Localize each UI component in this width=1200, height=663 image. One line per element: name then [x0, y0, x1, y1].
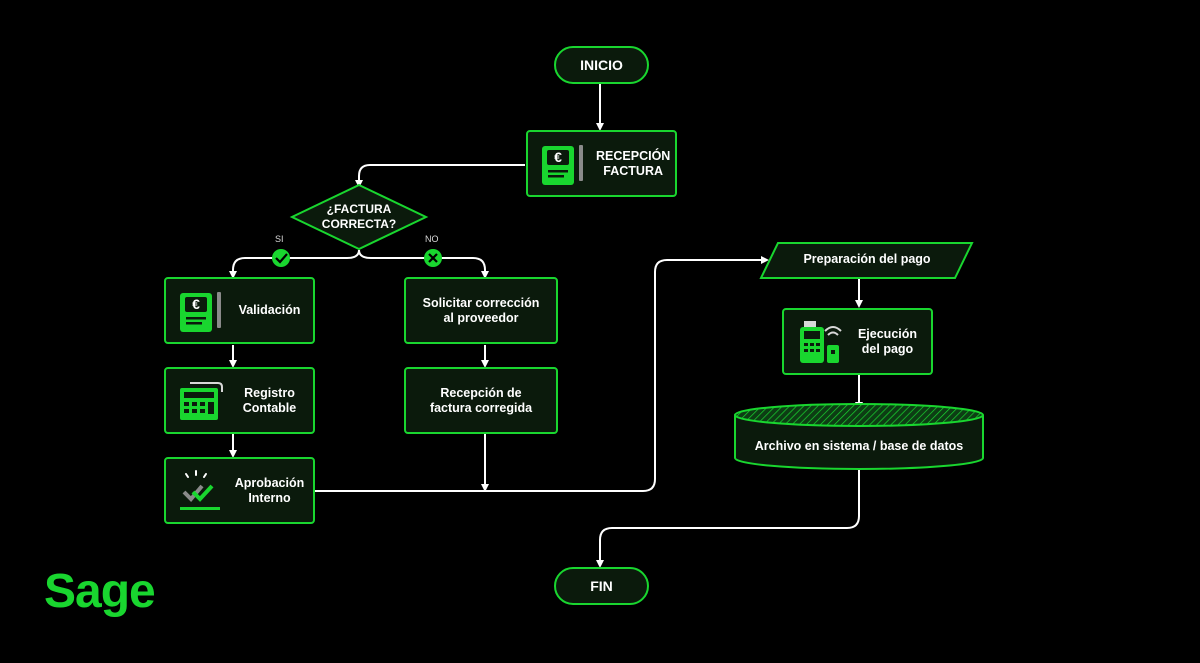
- fin-label: FIN: [590, 577, 613, 594]
- recepcion-corregida-node: Recepción de factura corregida: [404, 367, 558, 434]
- preparacion-label: Preparación del pago: [803, 252, 931, 266]
- validacion-node: € Validación: [164, 277, 315, 344]
- edge-decision-validacion: [229, 249, 360, 279]
- edge-decision-solicitar: [358, 249, 489, 279]
- svg-text:€: €: [554, 149, 562, 165]
- edge-recepcion-decision: [355, 164, 525, 188]
- archivo-cylinder: [734, 403, 984, 470]
- edge-aprobacion-preparacion: [314, 256, 769, 492]
- recepcion-corregida-label: Recepción de factura corregida: [429, 385, 533, 415]
- no-badge: [424, 249, 442, 267]
- euro-invoice-icon: €: [178, 288, 224, 334]
- solicitar-correccion-label: Solicitar corrección al proveedor: [422, 295, 540, 325]
- yes-badge: [272, 249, 290, 267]
- validacion-label: Validación: [238, 303, 301, 317]
- payment-terminal-icon: [796, 319, 842, 365]
- check-circle-icon: [272, 249, 290, 267]
- recepcion-factura-label: RECEPCIÓN FACTURA: [596, 148, 671, 178]
- svg-text:€: €: [192, 296, 200, 312]
- yes-label: SI: [275, 234, 284, 244]
- archivo-label: Archivo en sistema / base de datos: [754, 439, 964, 453]
- solicitar-correccion-node: Solicitar corrección al proveedor: [404, 277, 558, 344]
- euro-invoice-icon: €: [540, 141, 586, 187]
- inicio-node: INICIO: [554, 46, 649, 84]
- decision-diamond: [289, 183, 429, 251]
- registro-contable-label: Registro Contable: [242, 385, 297, 415]
- double-check-icon: [178, 468, 224, 514]
- decision-label: ¿FACTURA CORRECTA?: [321, 202, 397, 231]
- calculator-icon: [178, 378, 224, 424]
- edge-archivo-fin: [596, 470, 860, 568]
- fin-node: FIN: [554, 567, 649, 605]
- ejecucion-pago-label: Ejecución del pago: [857, 326, 918, 356]
- preparacion-parallelogram: [759, 242, 974, 279]
- registro-contable-node: Registro Contable: [164, 367, 315, 434]
- ejecucion-pago-node: Ejecución del pago: [782, 308, 933, 375]
- sage-logo: Sage: [44, 565, 156, 618]
- recepcion-factura-node: € RECEPCIÓN FACTURA: [526, 130, 677, 197]
- inicio-label: INICIO: [580, 56, 623, 73]
- aprobacion-interno-label: Aprobación Interno: [234, 475, 305, 505]
- no-label: NO: [425, 234, 439, 244]
- aprobacion-interno-node: Aprobación Interno: [164, 457, 315, 524]
